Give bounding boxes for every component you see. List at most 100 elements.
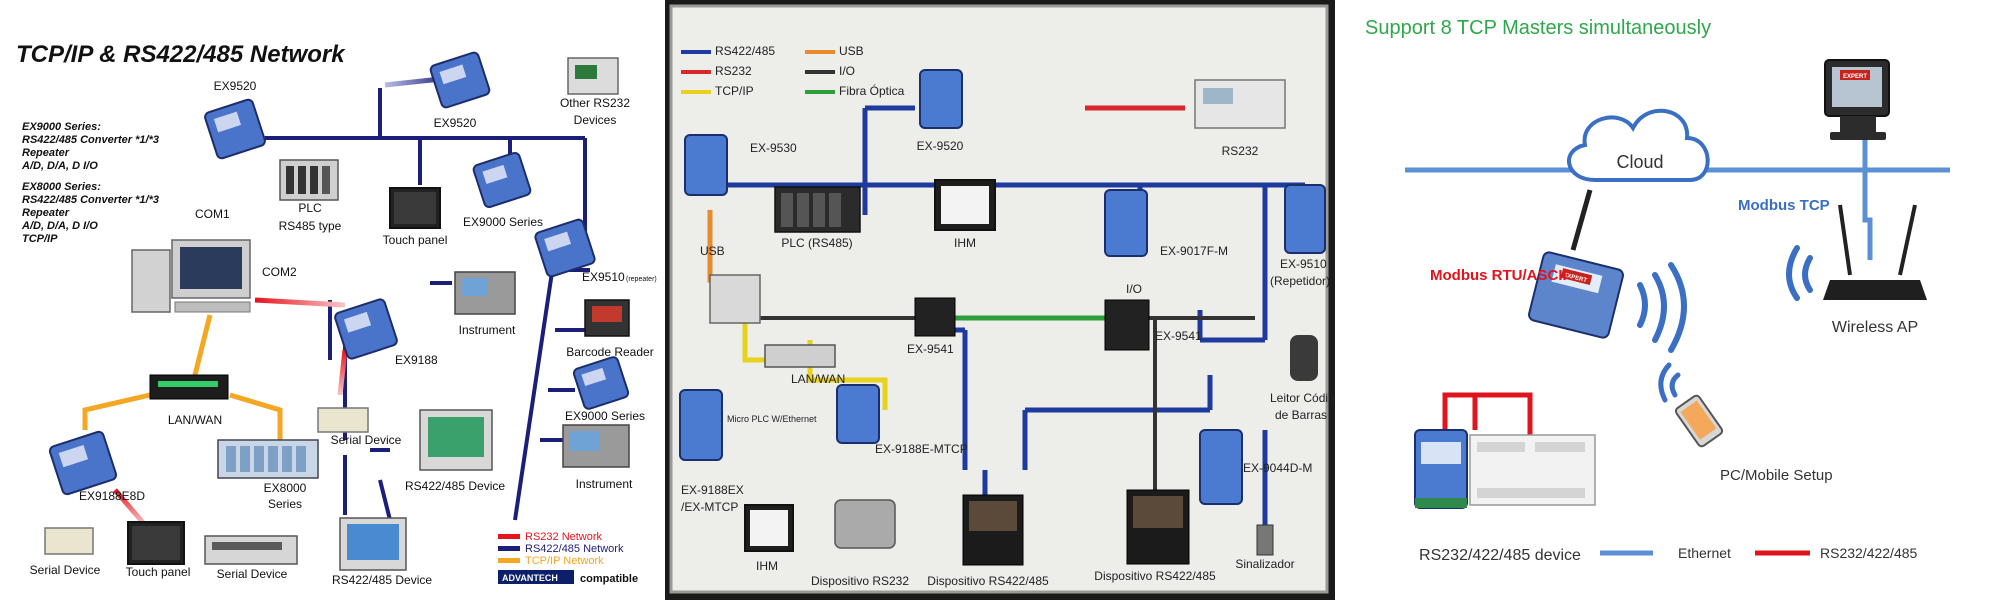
other-rs232-device — [567, 57, 619, 95]
ihm-top — [934, 179, 996, 231]
smartphone-icon — [1674, 394, 1724, 448]
gateway-logo: EXPERT — [1563, 272, 1588, 284]
label-io: I/O — [1126, 282, 1142, 296]
label-rs-device: RS232/422/485 device — [1419, 547, 1581, 564]
label-lan-wan: LAN/WAN — [168, 413, 222, 427]
tcpip-lines — [82, 314, 283, 440]
touch-panel-bottom — [127, 521, 185, 565]
pos-logo: EXPERT — [1843, 74, 1867, 80]
ex8000-series-note: EX8000 Series: RS422/485 Converter *1/*3… — [21, 181, 159, 245]
module-ex9520 — [919, 69, 963, 129]
dispositivo-rs232-robot — [834, 499, 896, 549]
label-dispositivo-rs422-a: Dispositivo RS422/485 — [927, 574, 1049, 588]
legend-tcpip: TCP/IP — [715, 84, 754, 98]
rs422-device-bottom — [339, 517, 407, 571]
touch-panel-top — [389, 187, 441, 229]
label-plc: PLC — [298, 201, 322, 215]
label-ex9000-series-bottom: EX9000 Series — [565, 409, 645, 423]
label-sinalizador: Sinalizador — [1235, 557, 1294, 571]
module-ex9520-left — [204, 98, 266, 160]
label-pc-mobile-setup: PC/Mobile Setup — [1720, 467, 1833, 484]
ex9541-left-box — [914, 297, 956, 337]
module-ex9188 — [334, 298, 398, 360]
label-lan-wan: LAN/WAN — [791, 372, 845, 386]
label-serial-device-bottom: Serial Device — [217, 567, 288, 581]
label-rs422-device-mid: RS422/485 Device — [405, 479, 505, 493]
ethernet-drop-to-ap — [1862, 170, 1873, 260]
label-usb: USB — [700, 244, 725, 258]
antenna — [1570, 189, 1593, 251]
network-diagram-3: Support 8 TCP Masters simultaneously Clo… — [1365, 17, 1950, 564]
label-modbus-rtu: Modbus RTU/ASCII — [1430, 267, 1567, 284]
serial-device-mid — [317, 407, 369, 433]
label-ex9017f-m: EX-9017F-M — [1160, 244, 1228, 258]
label-ex9188e-mtcp: EX-9188E-MTCP — [875, 442, 968, 456]
module-ex9188e8d — [48, 430, 118, 496]
module-ex9000-top — [472, 151, 532, 209]
rs422-device-mid — [419, 409, 493, 471]
rs232-link-com2 — [254, 297, 346, 308]
label-ex9188e8d: EX9188E8D — [79, 489, 145, 503]
pos-terminal: EXPERT — [1824, 59, 1890, 140]
label-wireless-ap: Wireless AP — [1832, 319, 1918, 336]
label-rs232: RS232 — [1222, 144, 1259, 158]
plc-rs485 — [774, 186, 861, 233]
label-ex9044d-m: EX-9044D-M — [1243, 461, 1312, 475]
rs-plc-device — [1469, 434, 1596, 506]
legend-rs232-422-485: RS232/422/485 — [1820, 545, 1918, 561]
sinalizador — [1256, 524, 1274, 556]
note-line: RS422/485 Converter *1/*3 — [22, 134, 159, 146]
rs485-link — [378, 479, 392, 521]
diagram-title: TCP/IP & RS422/485 Network — [16, 41, 346, 68]
serial-device-bottom — [204, 535, 298, 565]
ex9541-right-box — [1104, 299, 1150, 351]
note-line: A/D, D/A, D I/O — [21, 220, 98, 232]
legend-1: RS232 Network RS422/485 Network TCP/IP N… — [498, 531, 638, 585]
label-ex-mtcp: /EX-MTCP — [681, 500, 738, 514]
legend-ethernet: Ethernet — [1678, 545, 1731, 561]
label-ihm-bottom: IHM — [756, 559, 778, 573]
ex9000-series-note: EX9000 Series: RS422/485 Converter *1/*3… — [21, 121, 159, 172]
label-ex9541-right: EX-9541 — [1155, 329, 1202, 343]
ex8000-rack — [217, 439, 319, 479]
legend-2: RS422/485 RS232 TCP/IP USB I/O Fibra Ópt… — [681, 44, 905, 98]
label-plc-rs485: PLC (RS485) — [781, 236, 852, 250]
legend-rs485: RS422/485 Network — [525, 543, 624, 555]
legend-3: Ethernet RS232/422/485 — [1600, 545, 1918, 561]
label-serial-device-mid: Serial Device — [331, 433, 402, 447]
label-ex9510: EX-9510 — [1280, 257, 1327, 271]
note-line: EX8000 Series: — [22, 181, 101, 193]
module-ex9188e-mtcp — [836, 384, 880, 444]
label-series: Series — [268, 497, 302, 511]
module-ex9530 — [684, 134, 728, 196]
network-diagram-1: TCP/IP & RS422/485 Network EX9000 Series… — [16, 41, 657, 587]
note-line: EX9000 Series: — [22, 121, 101, 133]
barcode-reader — [584, 299, 630, 337]
note-line: A/D, D/A, D I/O — [21, 160, 98, 172]
label-cloud: Cloud — [1616, 152, 1663, 172]
lan-wan-switch — [149, 374, 229, 400]
cloud-icon — [1567, 108, 1710, 182]
legend-rs232: RS232 — [715, 64, 752, 78]
note-line: Repeater — [22, 147, 70, 159]
label-rs485-type: RS485 type — [279, 219, 342, 233]
label-modbus-tcp: Modbus TCP — [1738, 197, 1830, 214]
label-ex9188: EX9188 — [395, 353, 438, 367]
module-ex9188ex — [679, 389, 723, 461]
rs232-generator — [1194, 79, 1286, 129]
label-com2: COM2 — [262, 265, 297, 279]
module-ex9044d-m — [1199, 429, 1243, 505]
note-line: Repeater — [22, 207, 70, 219]
wifi-icon-gateway — [1637, 262, 1687, 353]
label-instrument-top: Instrument — [459, 323, 516, 337]
plc-rack — [279, 159, 339, 201]
rs-link — [1442, 392, 1533, 470]
instrument-top — [454, 271, 516, 315]
serial-device-left — [44, 527, 94, 555]
module-ex9520-top — [429, 51, 491, 109]
panel-modbus-gateway: Support 8 TCP Masters simultaneously Clo… — [1335, 0, 2000, 600]
legend-io: I/O — [839, 64, 855, 78]
note-line: TCP/IP — [22, 233, 58, 245]
dispositivo-rs422-b — [1126, 489, 1190, 565]
legend-usb: USB — [839, 44, 864, 58]
